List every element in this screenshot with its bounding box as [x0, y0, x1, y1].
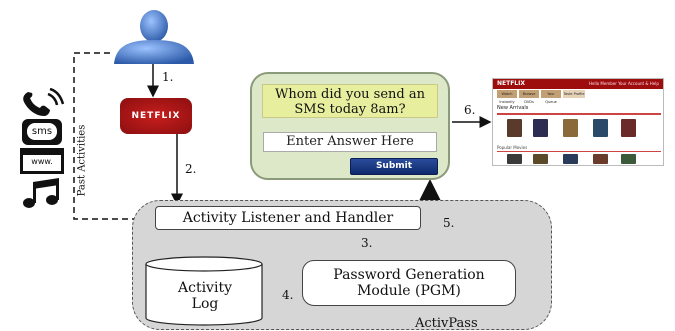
- answer-input[interactable]: Enter Answer Here: [263, 132, 437, 152]
- movie-poster[interactable]: [593, 154, 608, 164]
- pgm-box: Password Generation Module (PGM): [302, 260, 516, 306]
- netflix-page-links[interactable]: Hello Member Your Account & Help: [589, 81, 659, 86]
- phone-icon: [23, 88, 65, 116]
- dashed-path-past-activities: [73, 52, 154, 225]
- sms-icon-text: sms: [27, 123, 57, 140]
- netflix-page-tabs: Watch Instantly Browse DVDs Your Queue T…: [497, 90, 587, 104]
- netflix-tab[interactable]: Watch Instantly: [497, 90, 517, 104]
- divider: [497, 113, 661, 115]
- netflix-section-popular: Popular Movies: [497, 145, 528, 150]
- pgm-line1: Password Generation: [333, 267, 485, 283]
- activity-listener-label: Activity Listener and Handler: [182, 210, 394, 226]
- step-6-label: 6.: [464, 103, 476, 117]
- netflix-page-thumbnail: NETFLIX Hello Member Your Account & Help…: [492, 78, 664, 166]
- sms-icon: sms: [22, 119, 62, 145]
- movie-poster[interactable]: [507, 119, 522, 137]
- activity-log-line1: Activity: [178, 280, 232, 296]
- activity-log-label: Activity Log: [148, 280, 262, 312]
- movie-poster[interactable]: [621, 154, 636, 164]
- movie-poster[interactable]: [507, 154, 522, 164]
- pgm-line2: Module (PGM): [357, 283, 461, 299]
- netflix-tab[interactable]: Your Queue: [541, 90, 561, 104]
- step-5-label: 5.: [443, 216, 455, 230]
- movie-poster[interactable]: [563, 154, 578, 164]
- netflix-page-header: [493, 79, 663, 89]
- step-1-label: 1.: [162, 70, 174, 84]
- divider: [497, 151, 661, 152]
- netflix-section-new: New Arrivals: [497, 105, 529, 111]
- movie-poster[interactable]: [563, 119, 578, 137]
- movie-poster[interactable]: [533, 119, 548, 137]
- past-activities-label: Past Activities: [76, 124, 88, 197]
- challenge-question: Whom did you send an SMS today 8am?: [262, 84, 438, 118]
- step-3-label: 3.: [361, 236, 373, 250]
- www-icon-text: www.: [31, 157, 53, 166]
- movie-poster[interactable]: [593, 119, 608, 137]
- activity-log-cylinder: [145, 256, 263, 326]
- activity-listener-box: Activity Listener and Handler: [155, 206, 421, 230]
- netflix-logo: NETFLIX: [120, 98, 192, 134]
- music-icon: [23, 178, 59, 208]
- netflix-logo-text: NETFLIX: [131, 111, 181, 121]
- movie-poster[interactable]: [533, 154, 548, 164]
- www-icon: www.: [20, 148, 64, 174]
- step-2-label: 2.: [185, 162, 197, 176]
- netflix-tab[interactable]: Taste Profile: [563, 90, 585, 98]
- submit-button[interactable]: Submit: [350, 158, 438, 175]
- step-4-label: 4.: [282, 288, 294, 302]
- netflix-tab[interactable]: Browse DVDs: [519, 90, 539, 104]
- activity-log-line2: Log: [191, 296, 219, 312]
- user-avatar-icon: [114, 10, 194, 64]
- movie-poster[interactable]: [621, 119, 636, 137]
- activpass-label: ActivPass: [415, 316, 478, 331]
- netflix-page-brand: NETFLIX: [497, 80, 525, 87]
